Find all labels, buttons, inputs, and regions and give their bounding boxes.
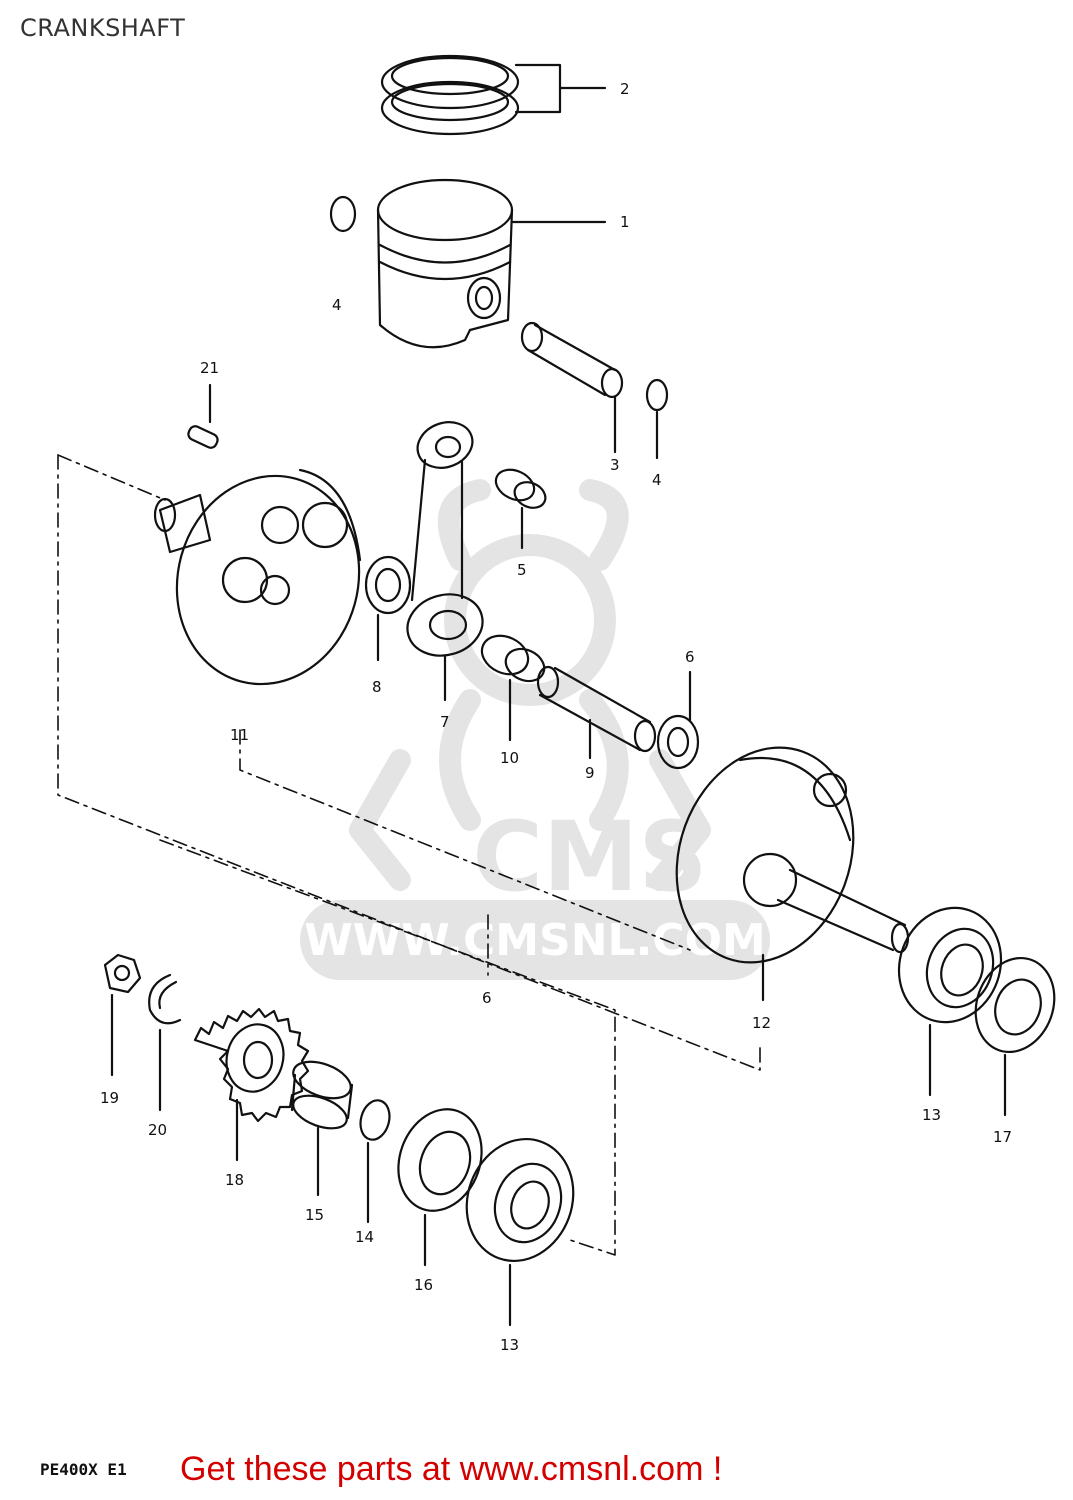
- oil-seal-part: [974, 956, 1056, 1117]
- crank-pin-part: [536, 665, 657, 760]
- callout-labels: 1 2 3 4 4 5 6 6 7 8 9 10 11 12 13 13 14 …: [100, 80, 1012, 1354]
- watermark-band: [300, 900, 770, 980]
- callout-1: 1: [620, 213, 630, 231]
- callout-21: 21: [200, 359, 219, 377]
- right-crank-part: [675, 746, 910, 1002]
- callout-4b: 4: [652, 471, 662, 489]
- circlip-part: [329, 195, 669, 460]
- page-title: CRANKSHAFT: [20, 14, 186, 42]
- assembly-bracket: [57, 454, 761, 1256]
- watermark-mascot-icon: [349, 479, 711, 891]
- model-code: PE400X E1: [40, 1460, 127, 1479]
- nut-part: [103, 953, 142, 1077]
- big-end-bearing-part: [480, 634, 546, 742]
- callout-11: 11: [230, 726, 249, 744]
- crank-bearing-part: [465, 906, 1003, 1327]
- callout-10: 10: [500, 749, 519, 767]
- callout-16: 16: [414, 1276, 433, 1294]
- key-part: [187, 383, 219, 449]
- piston-rings-part: [380, 54, 607, 136]
- callout-9: 9: [585, 764, 595, 782]
- bearing-part: [397, 1108, 483, 1267]
- callout-13a: 13: [922, 1106, 941, 1124]
- callout-13b: 13: [500, 1336, 519, 1354]
- gear-circlip-part: [148, 973, 182, 1112]
- callout-4a: 4: [332, 296, 342, 314]
- callout-20: 20: [148, 1121, 167, 1139]
- callout-2: 2: [620, 80, 630, 98]
- callout-6b: 6: [482, 989, 492, 1007]
- small-end-bearing-part: [494, 468, 547, 550]
- spacer-part: [290, 1060, 354, 1197]
- thrust-washer-part: [364, 555, 700, 770]
- watermark: CMS WWW.CMSNL.COM: [300, 479, 770, 980]
- connecting-rod-part: [406, 421, 484, 702]
- callout-18: 18: [225, 1171, 244, 1189]
- piston-part: [376, 178, 607, 349]
- callout-15: 15: [305, 1206, 324, 1224]
- callout-14: 14: [355, 1228, 374, 1246]
- callout-12: 12: [752, 1014, 771, 1032]
- callout-6a: 6: [685, 648, 695, 666]
- callout-19: 19: [100, 1089, 119, 1107]
- primary-gear-part: [193, 1007, 310, 1162]
- callout-17: 17: [993, 1128, 1012, 1146]
- watermark-brand: CMS: [472, 801, 707, 913]
- watermark-url: WWW.CMSNL.COM: [304, 915, 766, 966]
- left-crank-part: [153, 468, 362, 686]
- callout-8: 8: [372, 678, 382, 696]
- cta-link[interactable]: Get these parts at www.cmsnl.com !: [180, 1450, 723, 1488]
- o-ring-part: [359, 1099, 391, 1224]
- callout-7: 7: [440, 713, 450, 731]
- callout-5: 5: [517, 561, 527, 579]
- piston-pin-part: [520, 321, 624, 454]
- callout-3: 3: [610, 456, 620, 474]
